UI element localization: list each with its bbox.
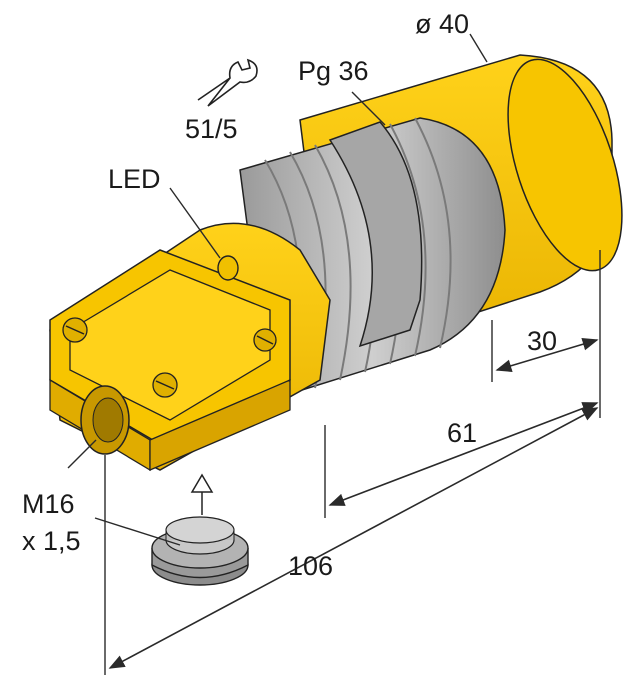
wrench-icon	[197, 58, 258, 107]
terminal-housing	[49, 222, 331, 472]
wrench-size-label: 51/5	[185, 114, 238, 144]
dimension-line-30	[495, 338, 599, 372]
dim-106-label: 106	[288, 551, 333, 581]
insert-arrow	[190, 473, 214, 515]
led-leader	[169, 187, 221, 259]
thread-leader	[351, 91, 386, 126]
dim-61-label: 61	[447, 418, 477, 448]
blanking-plug	[151, 516, 249, 586]
led-label: LED	[108, 164, 161, 194]
port-label-line1: M16	[22, 489, 75, 519]
diameter-label: ø 40	[415, 9, 469, 39]
led-indicator	[217, 255, 239, 281]
diameter-leader	[469, 33, 488, 63]
thread-label: Pg 36	[298, 56, 369, 86]
dim-30-label: 30	[527, 326, 557, 356]
dimension-line-106	[108, 407, 599, 669]
port-leader	[67, 439, 97, 469]
port-label-line2: x 1,5	[22, 526, 81, 556]
